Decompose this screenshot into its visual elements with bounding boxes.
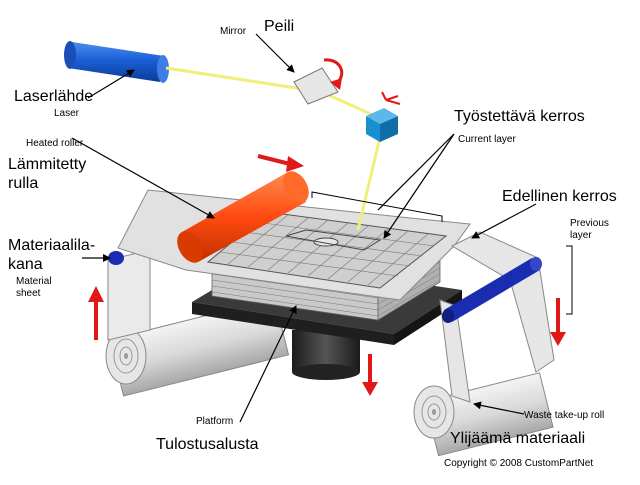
waste-roll-label-en: Waste take-up roll xyxy=(524,410,605,421)
mirror-label-en: Mirror xyxy=(220,26,247,37)
laser-label-fi: Laserlähde xyxy=(14,88,94,105)
guide-roller-left xyxy=(108,251,124,265)
laser-label-en: Laser xyxy=(54,108,80,119)
platform-label-en: Platform xyxy=(196,416,234,427)
mirror xyxy=(293,67,339,105)
heated-roller xyxy=(177,171,309,263)
mirror-label-fi: Peili xyxy=(264,18,295,35)
sheet-right-lower xyxy=(439,299,471,403)
current-layer-label-en: Current layer xyxy=(458,134,516,145)
previous-layer-label-en: Previous layer xyxy=(570,218,609,241)
material-sheet-label-fi: Materiaalila- kana xyxy=(8,237,96,273)
laser-beam xyxy=(165,66,386,231)
copyright-notice: Copyright © 2008 CustomPartNet xyxy=(444,458,594,469)
motion-arrows xyxy=(88,58,566,396)
guide-roller-right xyxy=(442,257,542,323)
laser-source xyxy=(64,41,169,83)
current-layer-label-fi: Työstettävä kerros xyxy=(454,108,585,125)
layer-brackets xyxy=(311,191,573,315)
heated-roller-label-fi: Lämmitetty rulla xyxy=(8,156,87,192)
previous-layer-label-fi: Edellinen kerros xyxy=(502,188,617,205)
material-sheet-label-en: Material sheet xyxy=(16,276,52,299)
supply-roll xyxy=(105,297,290,397)
leader-lines xyxy=(71,33,537,423)
platform-label-fi: Tulostusalusta xyxy=(156,436,259,453)
heated-roller-label-en: Heated roller xyxy=(26,138,84,149)
scanner-cube xyxy=(366,108,398,142)
waste-roll-label-fi: Ylijäämä materiaali xyxy=(450,430,586,447)
